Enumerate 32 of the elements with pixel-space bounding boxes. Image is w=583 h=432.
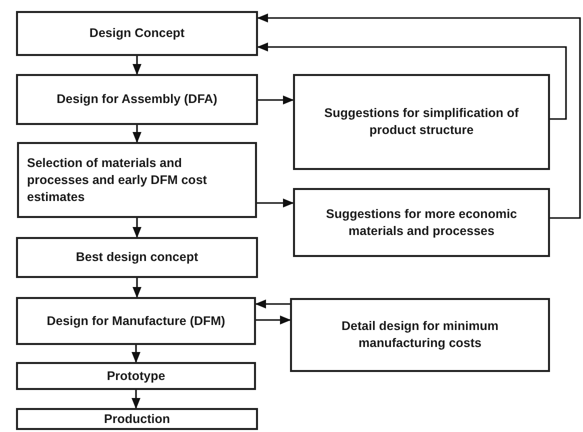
process-box (293, 188, 550, 257)
arrow (257, 198, 294, 208)
box-text: Production (104, 410, 170, 428)
arrow (132, 125, 142, 144)
arrow (132, 390, 140, 410)
process-box (290, 298, 550, 372)
arrow (258, 96, 294, 104)
box-text: Design for Manufacture (DFM) (46, 312, 226, 330)
box-text: Suggestions for simplification of product structure (323, 105, 520, 139)
box-text: Best design concept (76, 249, 198, 266)
arrow (254, 300, 290, 308)
process-box (16, 11, 258, 56)
arrow (256, 316, 292, 324)
box-text: Design for Assembly (DFA) (56, 91, 218, 108)
process-box (16, 362, 256, 390)
process-box (16, 74, 258, 125)
process-box (293, 74, 550, 170)
arrow (132, 278, 142, 298)
box-text: Design Concept (89, 25, 185, 42)
arrow (132, 345, 140, 364)
process-box (16, 408, 258, 430)
arrow (132, 56, 142, 76)
box-text: Prototype (106, 368, 166, 384)
box-text: Detail design for minimum manufacturing costs (340, 318, 500, 352)
process-box (17, 142, 257, 218)
process-box (16, 297, 256, 345)
arrow (256, 42, 567, 120)
box-text: Suggestions for more economic materials and processes (324, 206, 518, 240)
process-box (16, 237, 258, 278)
arrow (132, 218, 142, 238)
box-text: Selection of materials and processes and early DFM cost estimates (27, 154, 208, 206)
arrow (256, 14, 581, 219)
